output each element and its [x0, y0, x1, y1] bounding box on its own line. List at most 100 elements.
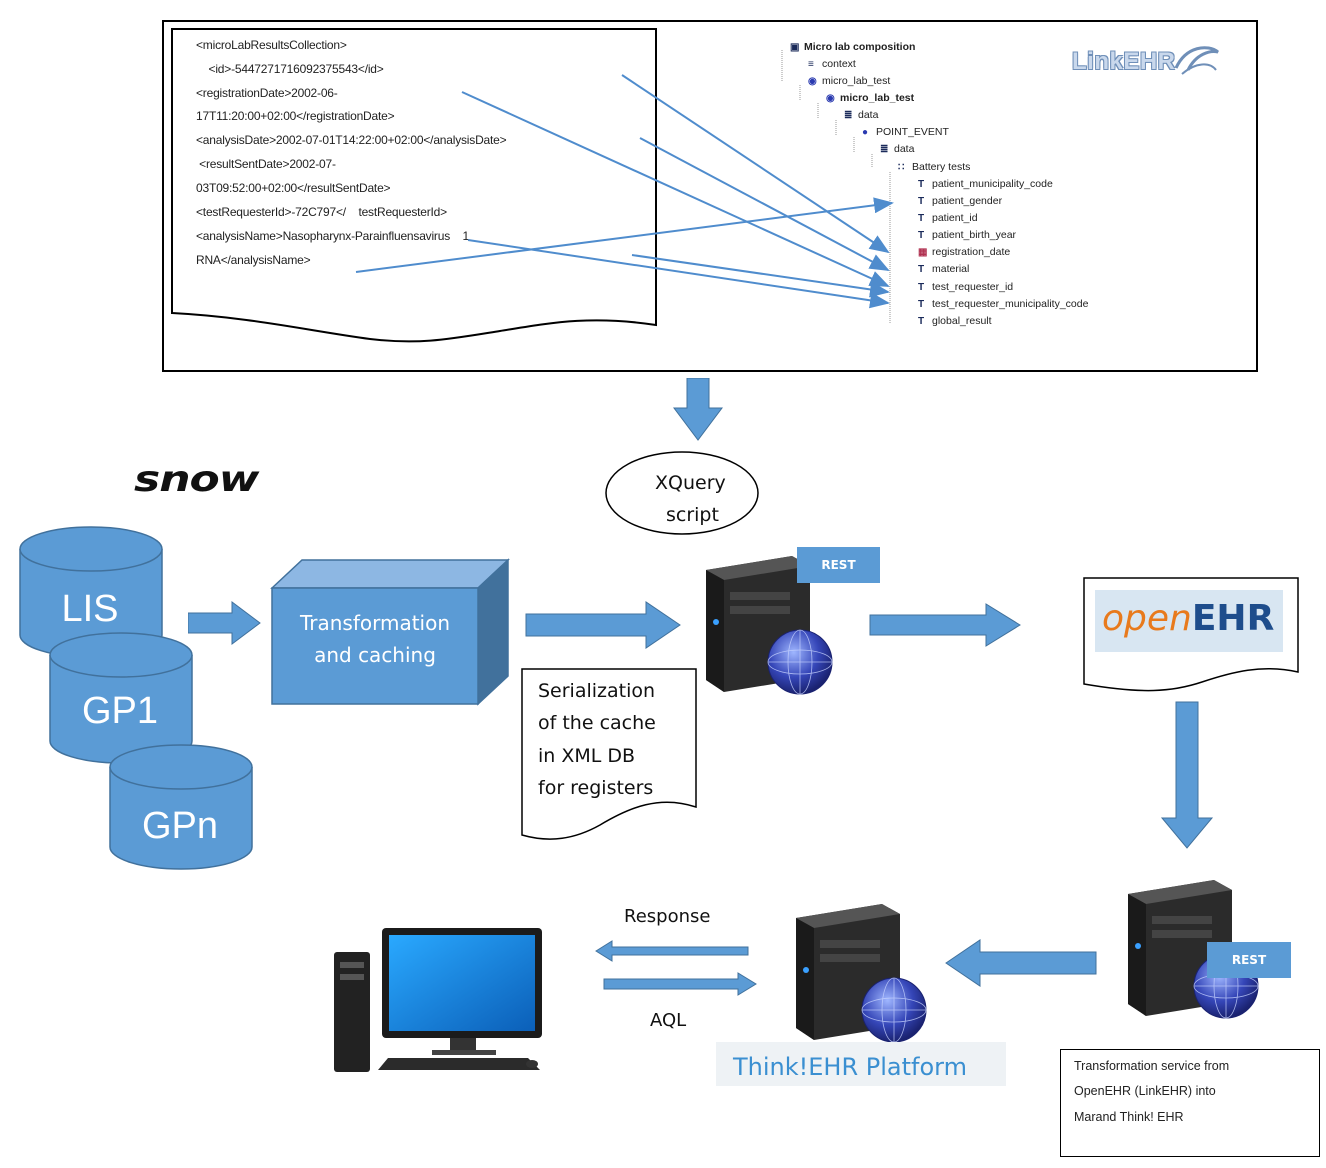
tree-item-label: data: [894, 143, 915, 155]
text-element-icon: T: [918, 282, 925, 293]
text-element-icon: T: [918, 264, 925, 275]
text-element-icon: T: [918, 196, 925, 207]
date-element-icon: ▦: [918, 247, 928, 258]
xml-line-4: 17T11:20:00+02:00</registrationDate>: [196, 109, 395, 123]
tree-item-label: test_requester_municipality_code: [932, 298, 1089, 310]
thinkehr-server-icon: [796, 904, 927, 1043]
tree-item-label: patient_birth_year: [932, 229, 1017, 241]
rest-badge-right: REST: [1207, 942, 1291, 978]
text-element-icon: T: [918, 179, 925, 190]
down-arrow-to-xquery: [673, 378, 723, 441]
tree-item: ▦ registration_date: [918, 246, 1010, 258]
xml-line-7: 03T09:52:00+02:00</resultSentDate>: [196, 181, 391, 195]
aql-label: AQL: [650, 1010, 687, 1031]
snow-logo: snow: [134, 459, 259, 500]
xml-mapping-panel: [162, 20, 1258, 372]
response-label: Response: [624, 906, 711, 927]
tree-item-label: material: [932, 263, 970, 275]
xml-line-9: <analysisName>Nasopharynx-Parainfluensav…: [196, 229, 470, 243]
tree-item: ◉ micro_lab_test: [808, 75, 890, 87]
xml-line-5: <analysisDate>2002-07-01T14:22:00+02:00<…: [196, 133, 507, 147]
arrow-db-to-transform: [188, 601, 261, 645]
transformation-service-line-3: Marand Think! EHR: [1074, 1110, 1184, 1124]
linkehr-swoosh-icon: [1174, 46, 1219, 75]
xquery-label-2: script: [666, 504, 719, 526]
text-element-icon: T: [918, 316, 925, 327]
tree-item: ≣ data: [844, 109, 878, 121]
tree-item: ▣ Micro lab composition: [790, 41, 915, 53]
xml-line-8: <testRequesterId>-72C797</ testRequester…: [196, 205, 447, 219]
tree-item-label: micro_lab_test: [840, 92, 915, 104]
rest-server-icon: [706, 556, 833, 695]
xml-line-1: <microLabResultsCollection>: [196, 38, 347, 52]
tree-item-label: Micro lab composition: [804, 41, 916, 53]
serialization-note-line-4: for registers: [538, 777, 654, 799]
linkehr-logo: LinkEHR: [1072, 48, 1176, 75]
transformation-box: [270, 558, 510, 706]
openehr-logo: openEHR: [1102, 598, 1274, 639]
tree-item-label: patient_id: [932, 212, 978, 224]
db-label-gpn: GPn: [141, 805, 219, 847]
xml-document-shape: [171, 28, 657, 343]
serialization-note-line-2: of the cache: [538, 712, 656, 734]
tree-item-label: micro_lab_test: [822, 75, 891, 87]
tree-item-label: patient_municipality_code: [932, 178, 1053, 190]
db-label-gp1: GP1: [81, 690, 159, 732]
rest-badge-center: REST: [797, 547, 880, 583]
database-cylinders: [19, 526, 253, 870]
tree-item-label: Battery tests: [912, 161, 971, 173]
xml-line-6: <resultSentDate>2002-07-: [196, 157, 336, 171]
thinkehr-logo-background: [716, 1042, 1006, 1086]
xquery-label-1: XQuery: [655, 472, 726, 494]
data-icon: ≣: [880, 144, 889, 155]
tree-item-label: global_result: [932, 315, 992, 327]
arrow-server-to-openehr: [869, 603, 1021, 647]
serialization-note-line-3: in XML DB: [538, 745, 636, 767]
xml-line-2: <id>-5447271716092375543</id>: [196, 62, 384, 76]
composition-icon: ▣: [790, 42, 800, 53]
tree-item-label: registration_date: [932, 246, 1011, 258]
thinkehr-logo: Think!EHR Platform: [733, 1053, 967, 1081]
tree-item: ◉ micro_lab_test: [826, 92, 914, 104]
serialization-note-shape: [521, 668, 697, 840]
arrow-right-server-to-thinkehr: [945, 939, 1097, 987]
tree-item-label: test_requester_id: [932, 281, 1014, 293]
observation-icon: ◉: [808, 76, 817, 87]
text-element-icon: T: [918, 213, 925, 224]
openehr-logo-ehr: EHR: [1191, 598, 1275, 639]
mapping-arrows: [355, 74, 894, 309]
serialization-note-line-1: Serialization: [538, 680, 656, 702]
tree-item-label: context: [822, 58, 856, 70]
context-icon: ≡: [808, 59, 814, 70]
tree-connector-lines: [781, 50, 891, 324]
tree-item-label: data: [858, 109, 879, 121]
arrow-transform-to-server: [525, 601, 681, 649]
xquery-ellipse: [605, 451, 759, 535]
cluster-icon: ∷: [898, 162, 905, 173]
openehr-logo-open: open: [1102, 598, 1192, 639]
data-icon: ≣: [844, 110, 853, 121]
tree-item-label: POINT_EVENT: [876, 126, 949, 138]
aql-arrow: [603, 972, 757, 996]
transformation-service-note: [1060, 1049, 1320, 1157]
transformation-label-2: and caching: [314, 643, 436, 667]
tree-item-label: patient_gender: [932, 195, 1003, 207]
xml-line-10: RNA</analysisName>: [196, 253, 311, 267]
event-icon: ●: [862, 127, 869, 138]
openehr-logo-background: [1095, 590, 1283, 652]
text-element-icon: T: [918, 230, 925, 241]
response-arrow: [595, 940, 749, 962]
arrow-openehr-down: [1160, 701, 1214, 849]
xml-line-3: <registrationDate>2002-06-: [196, 86, 338, 100]
transformation-service-line-2: OpenEHR (LinkEHR) into: [1074, 1084, 1216, 1098]
observation-icon: ◉: [826, 93, 835, 104]
desktop-computer-icon: [334, 928, 542, 1072]
